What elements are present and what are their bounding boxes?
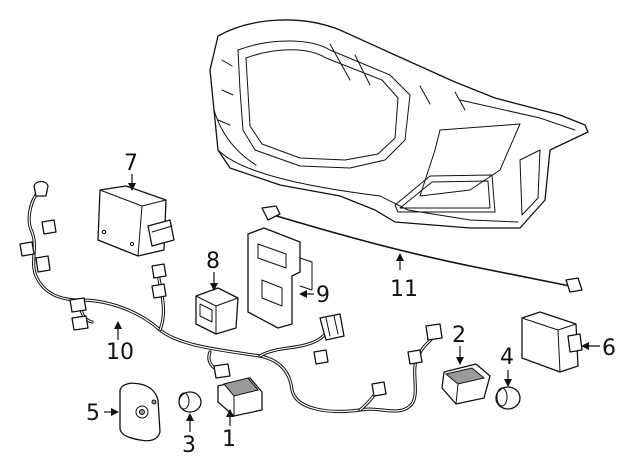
part-10-wiring-harness (19, 180, 443, 413)
part-7-control-module (97, 185, 175, 257)
callout-1: 1 (222, 427, 236, 452)
callout-7: 7 (124, 151, 138, 176)
callout-4: 4 (500, 345, 514, 370)
part-3-cap (178, 391, 202, 413)
callouts: 7 8 9 11 10 2 4 6 5 3 1 (86, 151, 616, 458)
part-1-bracket (217, 377, 263, 417)
callout-10: 10 (106, 340, 134, 365)
leader-lines (104, 174, 600, 432)
part-8-module (195, 287, 239, 335)
part-4-cap (495, 386, 521, 410)
bumper-fascia (209, 19, 589, 229)
callout-6: 6 (602, 336, 616, 361)
part-2-sensor (441, 363, 491, 405)
callout-5: 5 (86, 401, 100, 426)
callout-2: 2 (452, 323, 466, 348)
callout-8: 8 (206, 249, 220, 274)
callout-9: 9 (316, 283, 330, 308)
callout-3: 3 (182, 433, 196, 458)
part-9-bracket (247, 227, 313, 329)
part-11-cable (261, 205, 583, 293)
part-5-bezel (119, 382, 161, 442)
callout-11: 11 (390, 277, 418, 302)
part-6-module (521, 311, 583, 373)
